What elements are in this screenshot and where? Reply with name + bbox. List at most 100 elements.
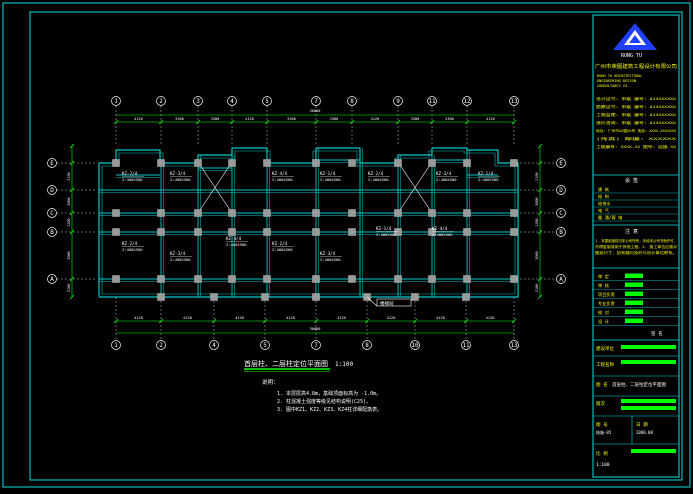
axis-label-bottom-circle [111,340,121,350]
column-spec: Z:400X500 [376,232,397,237]
sign-row-bar [625,318,643,323]
building-outline [98,147,519,298]
drawing-label: 图 名 [596,381,608,388]
column-marker [463,159,471,167]
axis-label-left-circle [47,274,57,284]
dim-value: 3300 [175,117,184,121]
axis-label-left-circle [47,227,57,237]
dim-tick [113,119,119,125]
axis-label-top: 8 [350,98,354,105]
drawing-title: 首层柱、二层柱定位平面图 [244,359,328,368]
axis-label-left: A [50,276,54,283]
column-spec: Z:400X500 [170,257,191,262]
axis-label-top: 1 [114,98,118,105]
column-spec: Z:400X500 [272,247,293,252]
axis-label-bottom-circle [260,340,270,350]
outer-frame [2,2,691,488]
column-marker [194,228,202,236]
company-name-en-3: CONSULTANCY CO. [597,84,629,88]
axis-label-right-circle [556,185,566,195]
column-marker [348,275,356,283]
column-marker [157,293,165,301]
dim-value-right: 3000 [535,251,539,259]
column-tag: KZ-4/4 [272,171,288,176]
signoff-row-label: 建 筑 [598,186,610,193]
note-heading: 注 意 [625,228,638,235]
axis-label-right-circle [556,158,566,168]
axis-label-left: C [50,210,54,217]
signoff-row-label: 结 构 [598,193,609,200]
column-marker [312,228,320,236]
sheet-no-label: 图 号 [596,422,608,428]
dim-tick [537,187,543,193]
column-marker [428,228,436,236]
column-spec: Z:400X500 [368,177,389,182]
column-tag: KZ-1/4 [478,171,494,176]
cert-line: 地址: 广州市XX路XX号 电话: XXXX-XXXXXXX [596,128,677,133]
sign-row-label: 项目负责 [598,291,615,298]
axis-label-bottom: 8 [365,342,369,349]
column-marker [112,275,120,283]
inner-frame [29,11,683,481]
column-marker [462,293,470,301]
column-marker [348,209,356,217]
column-spec: Z:400X500 [320,177,341,182]
column-marker [510,209,518,217]
dim-value: 4120 [371,117,380,121]
dim-tick [69,143,75,149]
sheet-no-value: 结施-05 [596,429,612,435]
column-marker [263,228,271,236]
stair-leader [366,296,378,307]
date-value: 2008.08 [636,430,653,435]
dim-tick [395,119,401,125]
column-marker [112,209,120,217]
sign-row-label: 审 核 [598,282,610,289]
company-name-en-2: ENGINEERING DESIGN [597,79,636,83]
axis-label-left-circle [47,158,57,168]
axis-label-right: D [559,187,563,194]
dim-total: 36000 [310,109,321,113]
column-spec: Z:400X500 [436,177,457,182]
dim-tick [511,119,517,125]
column-tag: KZ-3/4 [320,251,336,256]
dim-tick [313,318,319,324]
axis-label-top-circle [427,96,437,106]
axis-label-bottom-circle [311,340,321,350]
dim-value: 4120 [337,316,346,320]
axis-label-bottom-circle [461,340,471,350]
axis-label-right: B [559,229,563,236]
dim-tick [537,210,543,216]
cert-line: 工程编号: XXXX-XX 图号: 结施-XX [596,144,677,149]
drawing-name: 首层柱、二层柱定位平面图 [612,381,666,388]
cert-line: 造价咨询: 甲级 编号: A144XXXXX [596,120,677,125]
note-2: 2. 柱混凝土强度等级见结构说明(C25)。 [277,398,371,405]
axis-label-bottom: 4 [212,342,216,349]
column-marker [428,159,436,167]
drawing-scale: 1:100 [335,361,353,368]
column-markers [112,159,518,301]
column-spec: Z:400X500 [432,232,453,237]
column-marker [157,228,165,236]
axis-label-top-circle [227,96,237,106]
column-spec: Z:400X500 [122,177,143,182]
axis-label-top: 4 [230,98,234,105]
dim-value: 4120 [183,316,192,320]
dim-tick [69,187,75,193]
column-marker [228,209,236,217]
column-marker [394,209,402,217]
dim-tick [264,119,270,125]
dim-value-right: 1200 [535,218,539,226]
column-marker [312,293,320,301]
axis-label-bottom: 7 [314,342,318,349]
dim-tick [313,119,319,125]
column-marker [112,228,120,236]
title-block: RONG TU 广州市荣图建筑工程设计有限公司 RONG TU ARCHITEC… [592,14,680,478]
cert-line: (传真) 邮编: XXXXXX [596,136,678,141]
column-spec: Z:400X500 [272,177,293,182]
sign-row-bar [625,282,643,287]
dim-tick [195,119,201,125]
dim-value: 4120 [486,117,495,121]
column-tag: KZ-4/4 [226,236,242,241]
